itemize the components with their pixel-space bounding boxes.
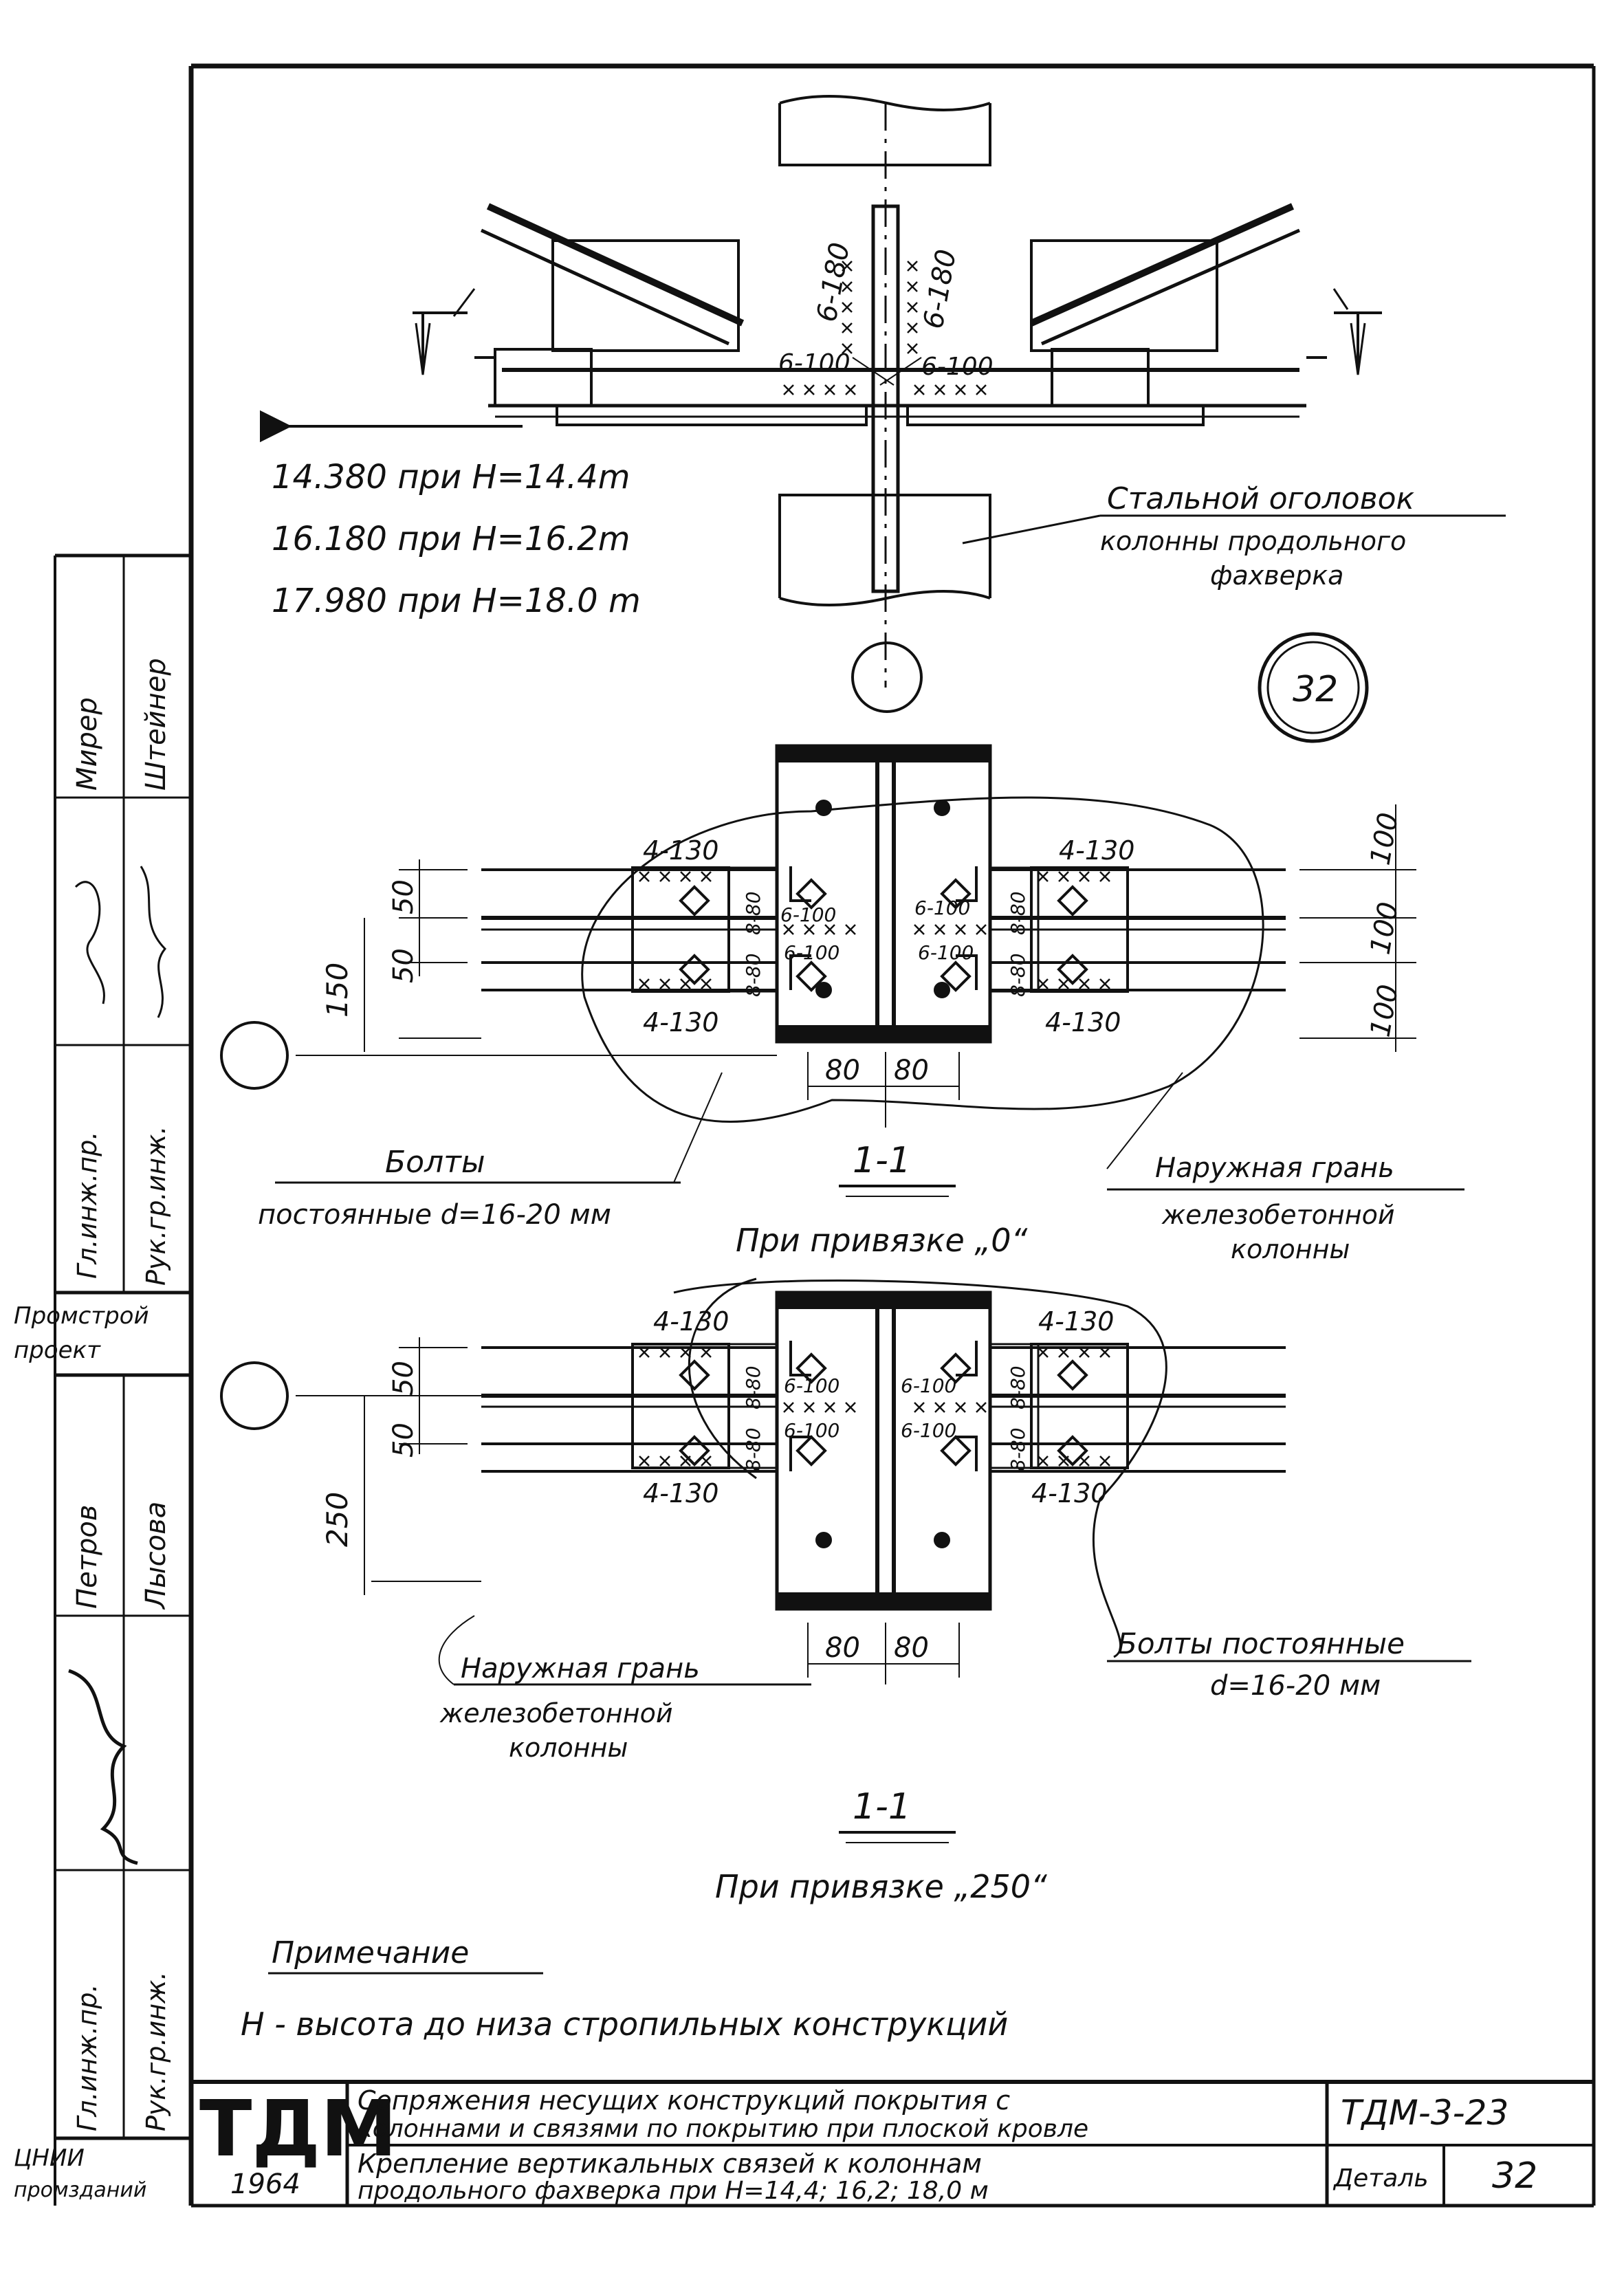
axis-circle-section1: [220, 1021, 289, 1090]
strip-bottom-name-2: Лысова: [140, 1502, 172, 1610]
s1-weld-11: 8-80: [1007, 891, 1029, 935]
s2-weld-6: 6-100: [901, 1374, 956, 1397]
title-block-subtitle-2: продольного фахверка при H=14,4; 16,2; 1…: [358, 2177, 989, 2205]
column-head-callout: Стальной оголовок: [1107, 481, 1414, 516]
s2-section-title: 1-1: [853, 1786, 911, 1827]
s1-caption: При привязке „0“: [736, 1222, 1028, 1259]
strip-top-name-1: Штейнер: [140, 658, 172, 791]
title-block-subtitle-1: Крепление вертикальных связей к колоннам: [358, 2149, 982, 2179]
top-view: [260, 95, 1506, 688]
s2-weld-9: 8-80: [742, 1365, 765, 1409]
sheet-frame: [188, 63, 1596, 2208]
s1-weld-12: 8-80: [1007, 953, 1029, 997]
elevation-2: 16.180 при H=16.2m: [272, 520, 630, 558]
weld-label-top-3: 6-100: [778, 349, 851, 377]
s2-weld-2: 4-130: [1038, 1306, 1114, 1337]
s1-bolts-desc: постоянные d=16-20 мм: [258, 1199, 611, 1231]
strip-footer-1: ЦНИИ: [14, 2144, 85, 2172]
strip-footer-2: промзданий: [14, 2178, 146, 2202]
s2-weld-11: 8-80: [1007, 1365, 1029, 1409]
elevation-1: 14.380 при H=14.4m: [272, 458, 630, 496]
column-head-desc-1: колонны продольного: [1100, 526, 1406, 556]
weld-label-top-1: 6-180: [811, 240, 856, 324]
s1-dim-left-2: 50: [388, 948, 419, 983]
strip-bottom-title-2: Рук.гр.инж.: [141, 1972, 171, 2131]
s1-dim-bottom-2: 80: [894, 1055, 929, 1086]
detail-badge: 32: [1258, 632, 1369, 743]
title-block-title-2: колоннами и связями по покрытию при плос…: [358, 2115, 1088, 2143]
axis-circle-top: [851, 641, 923, 713]
strip-org-1: Промстрой: [14, 1302, 149, 1330]
section-2-drawing: [296, 1277, 1471, 1843]
weld-label-top-2: 6-180: [918, 247, 963, 331]
title-block-logo: ТДМ: [199, 2085, 397, 2174]
s1-dim-right-3: 100: [1365, 982, 1405, 1040]
title-block-year: 1964: [230, 2168, 300, 2200]
s1-dim-bottom-1: 80: [825, 1055, 860, 1086]
weld-marks-top: [783, 261, 987, 395]
section-1-drawing: [275, 744, 1464, 1197]
s2-weld-1: 4-130: [653, 1306, 729, 1337]
s1-weld-9: 8-80: [742, 891, 765, 935]
s1-weld-5: 6-100: [780, 903, 836, 926]
s2-dim-bottom-1: 80: [825, 1632, 860, 1664]
s2-dim-left-1: 50: [388, 1361, 419, 1396]
s2-weld-8: 6-100: [901, 1419, 956, 1442]
s2-outer-face-desc-1: железобетонной: [439, 1698, 673, 1728]
s2-weld-7: 6-100: [784, 1419, 840, 1442]
s2-weld-4: 4-130: [1031, 1478, 1107, 1508]
axis-circle-section2: [220, 1361, 289, 1430]
s2-bolts-label: Болты постоянные: [1117, 1627, 1405, 1660]
strip-org-2: проект: [14, 1337, 101, 1364]
strip-bottom-name-1: Петров: [72, 1505, 103, 1609]
strip-top-title-1: Гл.инж.пр.: [72, 1132, 102, 1279]
s2-weld-3: 4-130: [643, 1478, 718, 1508]
s2-caption: При привязке „250“: [715, 1868, 1047, 1905]
s2-dim-bottom-2: 80: [894, 1632, 929, 1664]
s1-weld-1: 4-130: [643, 835, 718, 866]
s2-weld-5: 6-100: [784, 1374, 840, 1397]
title-block-series: ТДМ-3-23: [1341, 2093, 1508, 2133]
strip-top-title-2: Рук.гр.инж.: [141, 1126, 171, 1286]
note-heading: Примечание: [272, 1935, 469, 1970]
title-block-title-1: Сопряжения несущих конструкций покрытия …: [358, 2085, 1010, 2116]
title-block-detail-no: 32: [1492, 2155, 1537, 2197]
s1-weld-7: 6-100: [784, 941, 840, 964]
s1-weld-3: 4-130: [643, 1007, 718, 1037]
left-approval-strip: [54, 553, 193, 2206]
title-block: [191, 2080, 1594, 2206]
s2-outer-face-desc-2: колонны: [509, 1733, 628, 1763]
s1-dim-right-1: 100: [1365, 811, 1405, 868]
s2-bolts-desc: d=16-20 мм: [1210, 1670, 1381, 1702]
elevation-3: 17.980 при H=18.0 m: [272, 582, 641, 620]
s2-outer-face-label: Наружная грань: [461, 1653, 700, 1684]
title-block-detail-label: Деталь: [1332, 2164, 1429, 2193]
weld-label-top-4: 6-100: [921, 353, 994, 381]
s1-weld-2: 4-130: [1059, 835, 1134, 866]
detail-badge-number: 32: [1293, 669, 1338, 710]
s1-section-title: 1-1: [853, 1140, 911, 1181]
note-text: H - высота до низа стропильных конструкц…: [241, 2006, 1008, 2043]
s1-weld-6: 6-100: [914, 897, 970, 919]
s1-outer-face-desc-1: железобетонной: [1161, 1200, 1395, 1230]
s1-outer-face-desc-2: колонны: [1231, 1234, 1350, 1264]
s1-weld-8: 6-100: [918, 941, 974, 964]
s2-dim-left-2: 50: [388, 1423, 419, 1458]
s2-dim-left-3: 250: [320, 1492, 354, 1547]
s1-bolts-label: Болты: [385, 1145, 485, 1180]
s1-weld-4: 4-130: [1045, 1007, 1121, 1037]
column-head-desc-2: фахверка: [1210, 560, 1343, 591]
s1-dim-right-2: 100: [1365, 900, 1405, 957]
strip-top-name-2: Мирер: [72, 697, 103, 791]
s2-weld-10: 8-80: [742, 1427, 765, 1471]
s1-weld-10: 8-80: [742, 953, 765, 997]
strip-bottom-title-1: Гл.инж.пр.: [72, 1984, 102, 2131]
s2-weld-12: 8-80: [1007, 1427, 1029, 1471]
s1-outer-face-label: Наружная грань: [1155, 1152, 1394, 1184]
s1-dim-left-3: 150: [320, 963, 354, 1018]
s1-dim-left-1: 50: [388, 879, 419, 914]
